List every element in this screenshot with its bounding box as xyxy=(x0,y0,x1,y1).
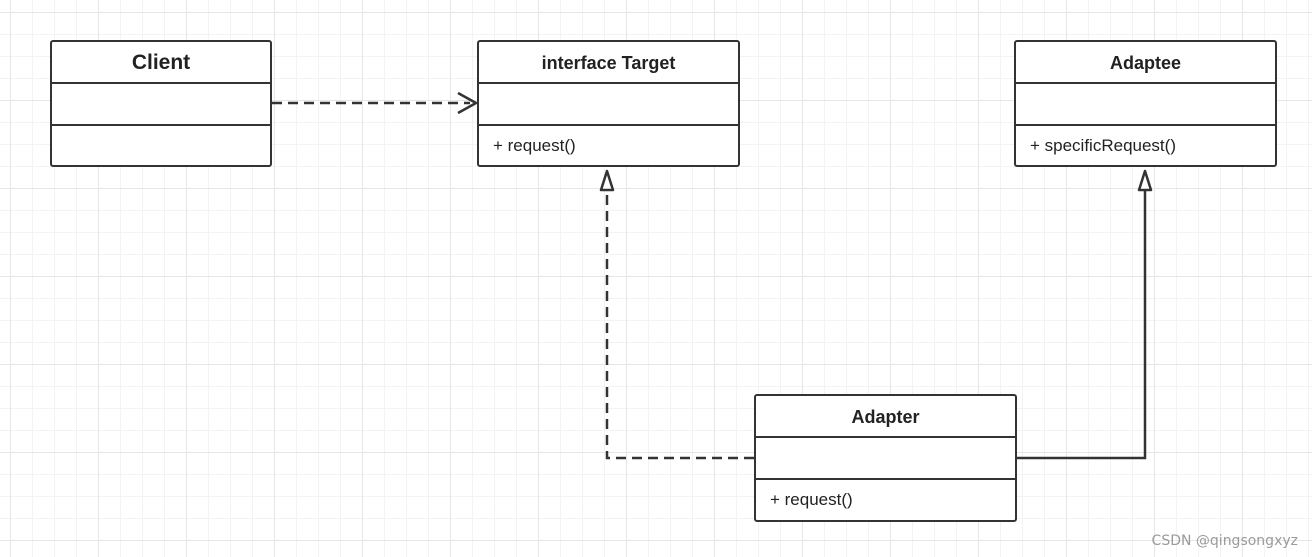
class-methods xyxy=(52,126,270,165)
class-methods: + specificRequest() xyxy=(1030,135,1176,155)
relation-adapter-target-realization xyxy=(599,169,754,460)
realization-arrowhead xyxy=(599,169,615,192)
class-name: Adaptee xyxy=(1016,42,1275,84)
class-attributes xyxy=(756,438,1015,480)
relation-adapter-adaptee-generalization xyxy=(1017,169,1153,460)
dependency-arrowhead xyxy=(457,91,478,115)
generalization-line xyxy=(1017,190,1147,460)
class-attributes xyxy=(479,84,738,126)
class-attributes xyxy=(52,84,270,126)
watermark: CSDN @qingsongxyz xyxy=(1151,533,1298,549)
class-methods: + request() xyxy=(770,490,853,509)
class-name: Adapter xyxy=(756,396,1015,438)
class-attributes xyxy=(1016,84,1275,126)
class-name: interface Target xyxy=(479,42,738,84)
class-adapter[interactable]: Adapter + request() xyxy=(754,394,1017,522)
relation-client-target-dependency xyxy=(272,91,478,115)
class-adaptee[interactable]: Adaptee + specificRequest() xyxy=(1014,40,1277,167)
class-target[interactable]: interface Target + request() xyxy=(477,40,740,167)
realization-line xyxy=(605,190,754,460)
class-methods: + request() xyxy=(493,135,576,155)
generalization-arrowhead xyxy=(1137,169,1153,192)
class-client[interactable]: Client xyxy=(50,40,272,167)
class-name: Client xyxy=(52,42,270,84)
